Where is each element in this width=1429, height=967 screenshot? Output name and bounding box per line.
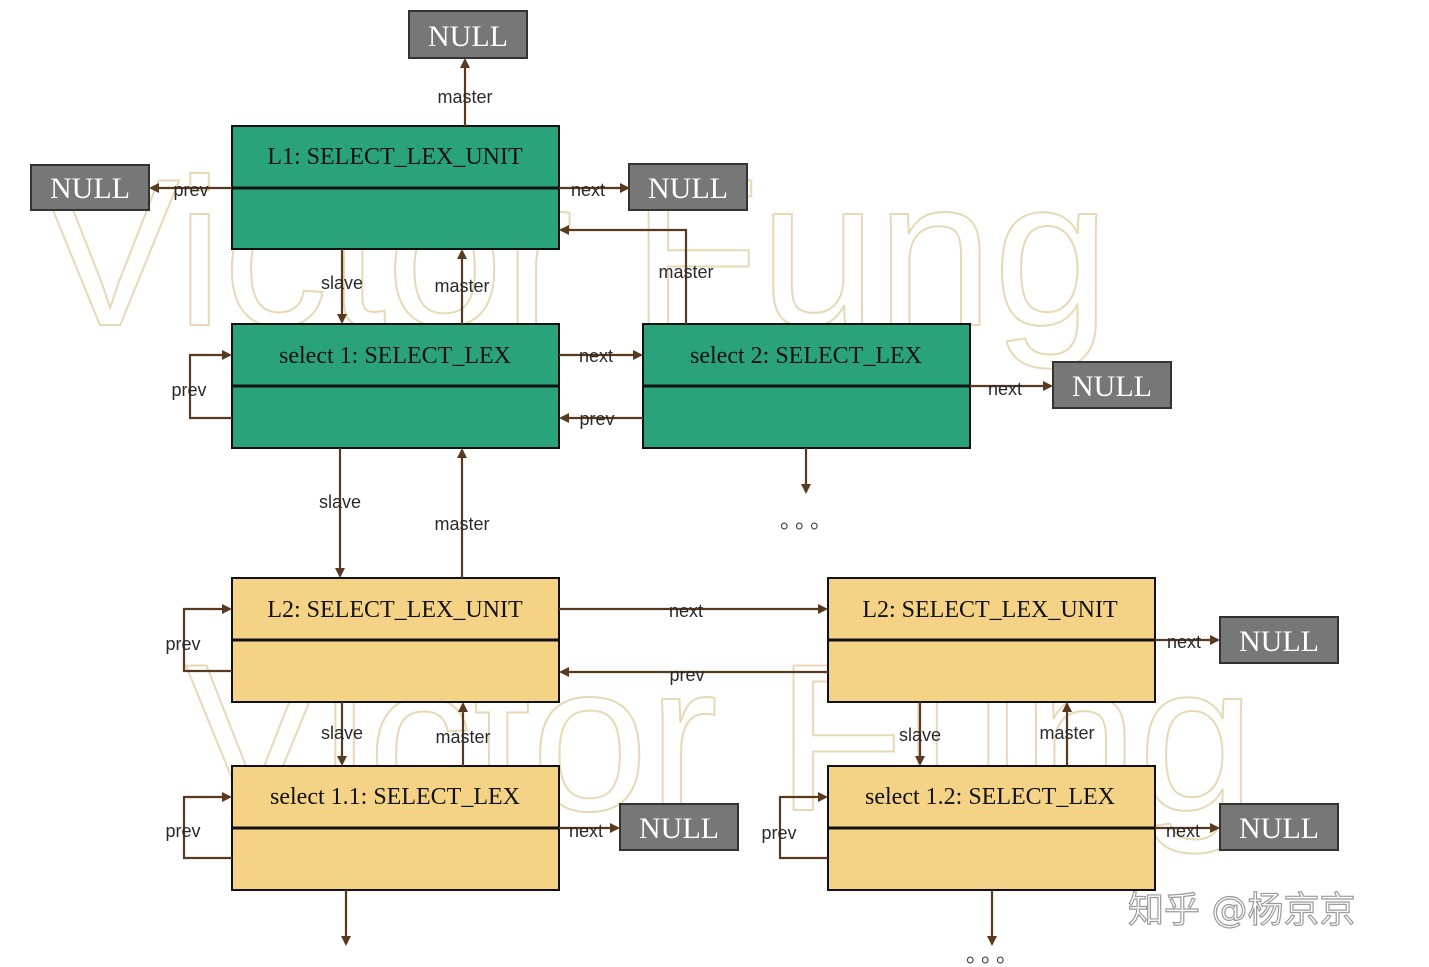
node-l1-unit: L1: SELECT_LEX_UNIT <box>231 125 560 250</box>
node-l1-unit-title: L1: SELECT_LEX_UNIT <box>267 144 523 170</box>
null-box-rect <box>408 10 528 59</box>
null-label: NULL <box>1072 370 1152 403</box>
null-box-select11-next: NULL <box>619 803 739 851</box>
label-next: next <box>569 821 603 841</box>
node-select2: select 2: SELECT_LEX <box>642 323 971 449</box>
label-master: master <box>434 276 489 296</box>
label-next: next <box>1166 821 1200 841</box>
null-box-rect <box>628 163 748 211</box>
node-select1: select 1: SELECT_LEX <box>231 323 560 449</box>
null-label: NULL <box>648 172 728 205</box>
null-label: NULL <box>639 812 719 845</box>
edge-select1-prev <box>188 350 232 420</box>
label-prev: prev <box>579 409 614 429</box>
ellipsis-select11: 。。。 <box>320 956 376 967</box>
label-next: next <box>988 379 1022 399</box>
null-box-l1-next: NULL <box>628 163 748 211</box>
ellipsis-select2: 。。。 <box>780 508 836 533</box>
label-prev: prev <box>173 180 208 200</box>
label-next: next <box>579 346 613 366</box>
label-master: master <box>435 727 490 747</box>
node-select11: select 1.1: SELECT_LEX <box>231 765 560 891</box>
node-select2-title: select 2: SELECT_LEX <box>690 343 922 369</box>
null-label: NULL <box>1239 812 1319 845</box>
label-prev: prev <box>165 821 200 841</box>
node-select11-title: select 1.1: SELECT_LEX <box>270 784 520 810</box>
credit-watermark: 知乎 @杨京京 <box>1128 890 1355 931</box>
label-master: master <box>437 87 492 107</box>
label-prev: prev <box>171 380 206 400</box>
null-label: NULL <box>1239 625 1319 658</box>
null-box-l2b-next: NULL <box>1219 616 1339 664</box>
node-l2-unit-a: L2: SELECT_LEX_UNIT <box>231 577 560 703</box>
label-slave: slave <box>319 492 361 512</box>
label-slave: slave <box>321 723 363 743</box>
label-master: master <box>658 262 713 282</box>
edge-select12-prev <box>778 792 828 860</box>
edge-select2-master <box>559 225 688 324</box>
node-select12-title: select 1.2: SELECT_LEX <box>865 784 1115 810</box>
null-box-top: NULL <box>408 10 528 59</box>
edge-l2a-prev <box>182 604 232 673</box>
null-box-rect <box>619 803 739 851</box>
node-select1-title: select 1: SELECT_LEX <box>279 343 511 369</box>
label-next: next <box>571 180 605 200</box>
node-l2-unit-b: L2: SELECT_LEX_UNIT <box>827 577 1156 703</box>
ellipsis-select12: 。。。 <box>966 942 1022 967</box>
edge-select11-prev <box>182 792 232 860</box>
null-box-rect <box>1219 803 1339 851</box>
node-l2-unit-a-title: L2: SELECT_LEX_UNIT <box>267 597 523 623</box>
null-box-rect <box>30 164 150 211</box>
label-slave: slave <box>321 273 363 293</box>
null-box-rect <box>1052 361 1172 409</box>
label-prev: prev <box>165 634 200 654</box>
label-next: next <box>1167 632 1201 652</box>
label-master: master <box>1039 723 1094 743</box>
node-l2-unit-b-title: L2: SELECT_LEX_UNIT <box>862 597 1118 623</box>
null-box-l1-prev: NULL <box>30 164 150 211</box>
label-next: next <box>669 601 703 621</box>
null-box-select12-next: NULL <box>1219 803 1339 851</box>
null-box-rect <box>1219 616 1339 664</box>
label-prev: prev <box>761 823 796 843</box>
null-label: NULL <box>50 172 130 205</box>
label-slave: slave <box>899 725 941 745</box>
node-select12: select 1.2: SELECT_LEX <box>827 765 1156 891</box>
label-master: master <box>434 514 489 534</box>
null-box-select2-next: NULL <box>1052 361 1172 409</box>
null-label: NULL <box>428 20 508 53</box>
label-prev: prev <box>669 665 704 685</box>
